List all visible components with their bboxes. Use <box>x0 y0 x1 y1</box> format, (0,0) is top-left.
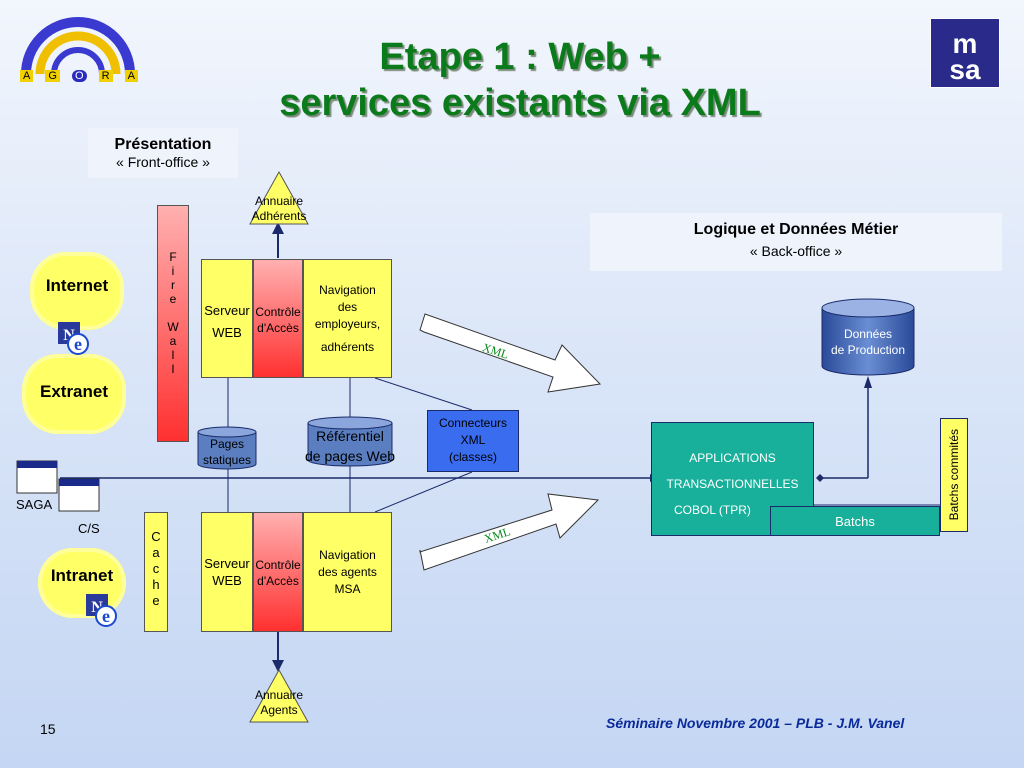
apps-line2: TRANSACTIONNELLES <box>666 477 799 491</box>
saga-window-icon <box>16 460 58 494</box>
annuaire-adherents: Annuaire Adhérents <box>248 170 310 226</box>
presentation-label: Présentation « Front-office » <box>88 128 238 178</box>
firewall-letter: l <box>171 348 175 362</box>
controle-line1: Contrôle <box>255 305 301 319</box>
apps-line3: COBOL (TPR) <box>674 503 751 517</box>
firewall-letter: r <box>171 278 175 292</box>
annuaire-agents-line2: Agents <box>260 703 298 717</box>
annuaire-agents-line1: Annuaire <box>254 688 304 702</box>
controle-acces-bottom: Contrôle d'Accès <box>253 512 303 632</box>
nav-line1: Navigation <box>319 548 376 562</box>
agora-letter-g: G <box>45 70 60 82</box>
batchs-box: Batchs <box>770 506 940 536</box>
footer-text: Séminaire Novembre 2001 – PLB - J.M. Van… <box>606 715 905 731</box>
nav-line2: des agents <box>318 565 377 579</box>
internet-cloud: Internet <box>30 252 124 330</box>
annuaire-adherents-line1: Annuaire <box>254 194 304 208</box>
agora-letter-a: A <box>20 70 34 82</box>
internet-label: Internet <box>45 276 109 295</box>
referentiel-cylinder <box>306 416 394 468</box>
cache-letter: a <box>152 545 160 560</box>
serveur-line1: Serveur <box>204 556 250 571</box>
serveur-web-bottom: Serveur WEB <box>201 512 253 632</box>
firewall-letter: a <box>169 334 177 348</box>
firewall-letter: i <box>171 264 175 278</box>
browser-icon: N e <box>56 320 92 356</box>
agora-logo: A G O R A <box>14 14 144 90</box>
agora-letter-r: R <box>98 70 113 82</box>
browser-icon: N e <box>84 592 120 628</box>
backoffice-label: Logique et Données Métier « Back-office … <box>590 213 1002 271</box>
apps-line1: APPLICATIONS <box>689 451 776 465</box>
firewall-letter: W <box>167 320 179 334</box>
controle-line2: d'Accès <box>257 574 299 588</box>
firewall-letter: e <box>169 292 177 306</box>
cache: C a c h e <box>144 512 168 632</box>
connecteurs-xml: Connecteurs XML (classes) <box>427 410 519 472</box>
presentation-title: Présentation <box>114 136 212 153</box>
nav-line3: MSA <box>334 582 361 596</box>
nav-line2: des <box>337 300 358 314</box>
extranet-cloud: Extranet <box>22 354 126 434</box>
annuaire-adherents-line2: Adhérents <box>251 209 307 223</box>
cache-letter: c <box>152 561 160 576</box>
navigation-employeurs: Navigation des employeurs, adhérents <box>303 259 392 378</box>
cache-letter: C <box>151 529 161 544</box>
referentiel-label: Référentiel de pages Web <box>286 426 414 466</box>
agora-letter-o: O <box>72 70 87 82</box>
pages-line2: statiques <box>202 453 252 467</box>
referentiel-line2: de pages Web <box>304 448 396 464</box>
agora-letter-a2: A <box>124 70 138 82</box>
referentiel-line1: Référentiel <box>316 428 384 444</box>
serveur-line2: WEB <box>212 573 242 588</box>
svg-text:sa: sa <box>949 54 981 85</box>
msa-logo: m sa <box>930 18 1000 88</box>
navigation-agents: Navigation des agents MSA <box>303 512 392 632</box>
cache-letter: e <box>152 593 160 608</box>
batchs-commites-box: Batchs commités <box>940 418 968 532</box>
cache-letter: h <box>152 577 160 592</box>
backoffice-subtitle: « Back-office » <box>749 243 843 259</box>
title-line-1: Etape 1 : Web + <box>379 36 661 78</box>
extranet-label: Extranet <box>39 382 109 401</box>
serveur-line2: WEB <box>212 325 242 340</box>
cs-window-icon <box>58 478 100 512</box>
donnees-line2: de Production <box>830 343 906 357</box>
presentation-subtitle: « Front-office » <box>116 154 210 170</box>
page-number: 15 <box>40 721 56 737</box>
controle-line1: Contrôle <box>255 558 301 572</box>
connecteurs-line2: XML <box>460 433 486 447</box>
donnees-production-cylinder: Données de Production <box>820 298 916 376</box>
firewall-letter: l <box>171 362 175 376</box>
batchs-commites-label: Batchs commités <box>947 429 961 521</box>
connecteurs-line1: Connecteurs <box>438 416 508 430</box>
svg-text:m: m <box>953 28 978 59</box>
svg-text:e: e <box>102 606 110 626</box>
nav-line1: Navigation <box>319 283 376 297</box>
cs-label: C/S <box>78 521 100 536</box>
slide-title: Etape 1 : Web + services existants via X… <box>180 34 860 126</box>
intranet-cloud: Intranet <box>38 548 126 618</box>
serveur-line1: Serveur <box>204 303 250 318</box>
controle-line2: d'Accès <box>257 321 299 335</box>
nav-line4: adhérents <box>320 340 375 354</box>
intranet-label: Intranet <box>50 566 114 585</box>
pages-line1: Pages <box>209 437 245 451</box>
donnees-line1: Données <box>843 327 893 341</box>
backoffice-title: Logique et Données Métier <box>693 221 899 238</box>
pages-statiques-cylinder: Pages statiques <box>196 426 258 470</box>
title-line-2: services existants via XML <box>279 82 761 124</box>
saga-label: SAGA <box>16 497 53 512</box>
connecteurs-line3: (classes) <box>448 450 497 464</box>
controle-acces-top: Contrôle d'Accès <box>253 259 303 378</box>
nav-line3: employeurs, <box>314 317 381 331</box>
serveur-web-top: Serveur WEB <box>201 259 253 378</box>
firewall: F i r e W a l l <box>157 205 189 442</box>
annuaire-agents: Annuaire Agents <box>248 668 310 724</box>
svg-text:e: e <box>74 334 82 354</box>
firewall-letter: F <box>169 250 177 264</box>
